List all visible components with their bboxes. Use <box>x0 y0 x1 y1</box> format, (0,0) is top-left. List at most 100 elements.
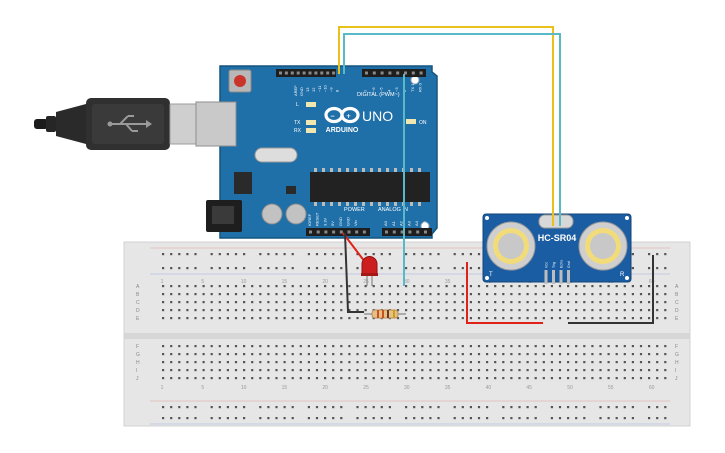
breadboard-hole <box>210 417 213 420</box>
sensor-pin-label: Echo <box>560 260 564 268</box>
breadboard-hole <box>405 317 408 320</box>
breadboard-hole <box>259 285 262 288</box>
header-pin[interactable] <box>339 230 343 234</box>
header-pin[interactable] <box>296 71 300 75</box>
breadboard-hole <box>234 317 238 320</box>
breadboard-hole <box>413 361 416 364</box>
breadboard-hole <box>591 377 594 380</box>
wire-yellow-echo[interactable] <box>338 26 554 226</box>
header-pin[interactable] <box>284 71 288 75</box>
header-pin[interactable] <box>408 230 412 234</box>
row-label-right: J <box>675 376 678 382</box>
breadboard-hole <box>550 309 553 312</box>
header-pin[interactable] <box>290 71 294 75</box>
header-pin[interactable] <box>302 71 306 75</box>
header-pin[interactable] <box>419 71 423 75</box>
breadboard-hole <box>542 309 545 312</box>
breadboard-hole <box>178 301 181 304</box>
header-pin[interactable] <box>400 230 404 234</box>
header-pin[interactable] <box>362 230 366 234</box>
sensor-pin[interactable] <box>552 270 555 284</box>
breadboard-hole <box>453 377 456 380</box>
sensor-pin[interactable] <box>544 270 548 284</box>
header-pin[interactable] <box>308 71 312 75</box>
breadboard-hole <box>599 369 602 372</box>
header-pin[interactable] <box>332 71 336 75</box>
breadboard-hole <box>599 417 602 420</box>
column-number-bottom: 45 <box>526 385 532 391</box>
breadboard-hole <box>477 369 481 372</box>
breadboard-hole <box>372 285 375 288</box>
header-pin[interactable] <box>396 71 400 75</box>
wire-red-vcc[interactable] <box>466 262 543 324</box>
header-pin[interactable] <box>388 71 392 75</box>
digital-header-left <box>276 69 336 77</box>
header-pin[interactable] <box>347 230 351 234</box>
breadboard-hole <box>380 377 383 380</box>
breadboard-hole <box>324 317 327 320</box>
breadboard-hole <box>259 301 262 304</box>
header-pin[interactable] <box>392 230 396 234</box>
wire-black-gnd-resistor[interactable] <box>344 232 364 313</box>
header-pin[interactable] <box>320 71 324 75</box>
header-pin[interactable] <box>385 230 388 234</box>
breadboard-hole <box>348 377 351 380</box>
header-pin[interactable] <box>314 71 318 75</box>
breadboard-hole <box>518 369 521 372</box>
breadboard-hole <box>210 253 213 256</box>
breadboard-hole <box>186 417 189 420</box>
breadboard-hole <box>437 317 440 320</box>
header-pin[interactable] <box>365 71 368 75</box>
breadboard-hole <box>162 309 165 312</box>
breadboard-hole <box>437 361 440 364</box>
breadboard-hole <box>210 301 213 304</box>
breadboard-hole <box>526 361 529 364</box>
header-pin[interactable] <box>324 230 328 234</box>
breadboard-hole <box>210 267 213 270</box>
header-pin[interactable] <box>309 230 312 234</box>
crystal-oscillator <box>254 147 298 163</box>
red-led[interactable] <box>361 256 378 287</box>
breadboard-hole <box>307 285 310 288</box>
header-pin[interactable] <box>372 71 376 75</box>
sensor-pin[interactable] <box>559 270 563 284</box>
breadboard-hole <box>186 369 189 372</box>
header-pin[interactable] <box>332 230 336 234</box>
wire-cyan-trig[interactable] <box>343 33 561 226</box>
chip-leg <box>386 168 389 172</box>
header-pin[interactable] <box>279 71 282 75</box>
breadboard-hole <box>259 253 262 256</box>
breadboard-hole <box>210 317 213 320</box>
wire-black-gnd[interactable] <box>568 255 654 324</box>
header-pin[interactable] <box>404 71 407 75</box>
row-label-left: C <box>136 300 140 306</box>
header-pin[interactable] <box>316 230 320 234</box>
header-pin[interactable] <box>326 71 330 75</box>
header-pin[interactable] <box>411 71 415 75</box>
chip-leg <box>362 168 365 172</box>
sensor-pin[interactable] <box>567 270 570 284</box>
header-pin[interactable] <box>424 230 427 234</box>
header-pin[interactable] <box>355 230 359 234</box>
digital-pin-label: ~6 <box>371 87 376 92</box>
breadboard-hole <box>283 267 286 270</box>
breadboard-hole <box>259 267 262 270</box>
breadboard-hole <box>251 353 254 356</box>
breadboard-hole <box>591 369 594 372</box>
breadboard-hole <box>664 309 667 312</box>
row-label-right: I <box>675 368 676 374</box>
column-number-bottom: 40 <box>486 385 492 391</box>
header-pin[interactable] <box>380 71 384 75</box>
breadboard-hole <box>210 377 213 380</box>
arduino-uno-board[interactable]: L TX RX ON − + ARDUINO UNO DIGITAL (PWM~… <box>195 65 438 239</box>
breadboard-hole <box>421 309 424 312</box>
breadboard-hole <box>461 377 464 380</box>
breadboard-hole <box>259 317 262 320</box>
resistor[interactable] <box>364 309 406 319</box>
usb-cable[interactable] <box>34 98 201 150</box>
breadboard-hole <box>251 309 254 312</box>
breadboard-hole <box>575 353 578 356</box>
header-pin[interactable] <box>416 230 420 234</box>
wire-red-5v-led[interactable] <box>342 232 366 263</box>
